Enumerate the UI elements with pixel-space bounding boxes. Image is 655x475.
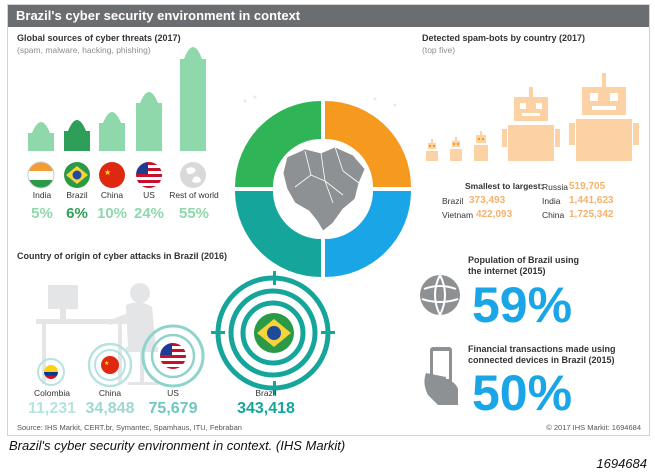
globe-network-icon	[420, 274, 460, 316]
flag-china-icon	[101, 356, 119, 374]
copyright-note: © 2017 IHS Markit: 1694684	[546, 423, 641, 432]
spambots-subtitle: (top five)	[422, 45, 456, 55]
spambot-country-vietnam: Vietnam	[442, 210, 474, 220]
attack-value-brazil: 343,418	[237, 400, 295, 417]
spambot-value-brazil: 373,493	[469, 195, 506, 206]
transactions-value: 50%	[472, 365, 573, 421]
donut-segment-green	[235, 101, 321, 187]
header-title: Brazil's cyber security environment in c…	[16, 8, 301, 23]
internet-label-line1: Population of Brazil using	[468, 255, 579, 265]
spambots-chart	[426, 73, 639, 161]
spambot-value-vietnam: 422,093	[476, 209, 513, 220]
threat-bar-india	[28, 133, 54, 151]
target-us	[141, 324, 205, 388]
threat-label-rest: Rest of world	[169, 190, 219, 200]
brazil-map-icon	[282, 146, 366, 232]
donut-segment-blue	[325, 191, 411, 277]
threat-bar-china	[99, 123, 125, 151]
flag-brazil-icon	[64, 162, 90, 188]
attack-country-us: US	[167, 388, 179, 398]
donut-segment-orange	[325, 101, 411, 187]
threats-chart: ★	[27, 47, 206, 189]
threat-label-brazil: Brazil	[66, 190, 88, 200]
threat-pct-us: 24%	[133, 205, 165, 222]
threat-pct-china: 10%	[96, 205, 128, 222]
spambot-value-india: 1,441,623	[569, 195, 614, 206]
svg-text:★: ★	[104, 168, 111, 177]
robot-icon	[426, 139, 438, 161]
target-colombia	[37, 358, 65, 386]
center-donut	[235, 95, 411, 277]
threat-bar-brazil	[64, 131, 90, 151]
spambot-value-russia: 519,705	[569, 181, 606, 192]
hacker-icon	[32, 122, 50, 133]
internet-value: 59%	[472, 277, 573, 333]
threat-pct-brazil: 6%	[66, 205, 88, 222]
image-id: 1694684	[596, 456, 647, 471]
threat-pct-india: 5%	[31, 205, 53, 222]
threats-subtitle: (spam, malware, hacking, phishing)	[17, 45, 151, 55]
threat-label-china: China	[100, 190, 124, 200]
attack-country-colombia: Colombia	[34, 388, 70, 398]
attacks-chart: ★	[36, 271, 335, 395]
attack-value-us: 75,679	[148, 400, 198, 417]
spambot-country-russia: Russia	[542, 182, 568, 192]
phone-hand-icon	[424, 347, 458, 405]
smallest-label: Smallest to largest:	[465, 181, 544, 191]
flag-india-icon	[27, 161, 55, 189]
flag-us-icon	[136, 162, 162, 188]
threat-label-us: US	[143, 190, 155, 200]
robot-icon	[569, 73, 639, 161]
spambot-value-china: 1,725,342	[569, 209, 614, 220]
svg-text:★: ★	[104, 360, 109, 367]
spambots-title: Detected spam-bots by country (2017)	[422, 33, 586, 43]
globe-world-icon	[180, 162, 206, 188]
robot-icon	[502, 87, 560, 161]
figure-caption: Brazil's cyber security environment in c…	[9, 438, 346, 453]
threat-bar-us	[136, 103, 162, 151]
hacker-icon	[68, 120, 86, 131]
flag-us-icon	[160, 343, 186, 369]
transactions-label-line2: connected devices in Brazil (2015)	[468, 355, 615, 365]
target-china: ★	[87, 342, 133, 388]
internet-label-line2: the internet (2015)	[468, 266, 546, 276]
transactions-label-line1: Financial transactions made using	[468, 344, 616, 354]
infographic-card: Brazil's cyber security environment in c…	[7, 4, 650, 436]
target-brazil	[211, 271, 335, 395]
spambot-country-china: China	[542, 210, 565, 220]
attack-value-china: 34,848	[85, 400, 135, 417]
attack-value-colombia: 11,231	[27, 400, 77, 417]
hacker-icon	[184, 47, 202, 59]
threats-title: Global sources of cyber threats (2017)	[17, 33, 181, 43]
spambot-country-india: India	[542, 196, 561, 206]
header-bar: Brazil's cyber security environment in c…	[8, 5, 649, 27]
source-note: Source: IHS Markit, CERT.br, Symantec, S…	[17, 423, 242, 432]
flag-china-icon: ★	[99, 162, 125, 188]
attacks-title: Country of origin of cyber attacks in Br…	[17, 251, 228, 261]
hacker-icon	[140, 92, 158, 103]
attack-country-china: China	[98, 388, 122, 398]
robot-icon	[450, 137, 462, 161]
robot-icon	[474, 131, 488, 161]
threat-pct-rest: 55%	[178, 205, 210, 222]
donut-segment-teal	[235, 191, 321, 277]
flag-colombia-icon	[44, 365, 58, 379]
threat-label-india: India	[32, 190, 52, 200]
hacker-icon	[103, 112, 121, 123]
threat-bar-rest	[180, 59, 206, 151]
flag-brazil-icon	[254, 313, 294, 353]
spambot-country-brazil: Brazil	[442, 196, 464, 206]
attack-country-brazil: Brazil	[255, 388, 277, 398]
